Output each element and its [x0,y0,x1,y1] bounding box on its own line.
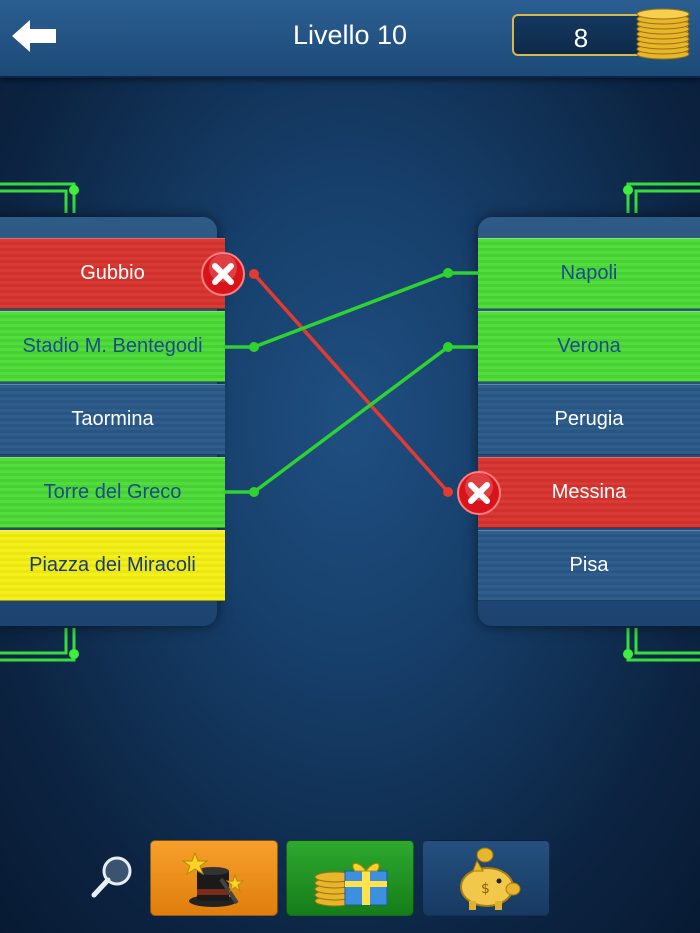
left-item-label: Piazza dei Miracoli [29,554,196,576]
right-item-label: Pisa [569,554,609,576]
magic-hat-icon [181,851,245,907]
left-item-stadio[interactable]: Stadio M. Bentegodi [0,311,225,382]
right-item-label: Messina [551,481,627,503]
right-item-napoli[interactable]: Napoli [478,238,700,309]
left-item-label: Stadio M. Bentegodi [22,335,203,357]
wrong-x-icon [457,471,501,515]
right-item-pisa[interactable]: Pisa [478,530,700,601]
coin-stack-icon [636,8,690,60]
gift-coins-button[interactable] [286,840,414,916]
top-bar: Livello 10 8 [0,0,700,78]
left-item-torre[interactable]: Torre del Greco [0,457,225,528]
back-arrow-icon[interactable] [8,16,60,56]
right-item-verona[interactable]: Verona [478,311,700,382]
wrong-x-icon [201,252,245,296]
coin-count: 8 [573,23,589,53]
right-item-label: Verona [557,335,621,357]
left-item-piazza[interactable]: Piazza dei Miracoli [0,530,225,601]
left-item-taormina[interactable]: Taormina [0,384,225,455]
gift-coins-icon [314,863,388,907]
right-item-messina[interactable]: Messina [478,457,700,528]
right-item-label: Napoli [560,262,618,284]
magnifier-icon[interactable] [88,853,136,901]
level-title: Livello 10 [292,20,408,50]
piggy-bank-icon: $ [460,847,521,910]
magic-hint-button[interactable] [150,840,278,916]
right-item-label: Perugia [554,408,624,430]
left-item-label: Torre del Greco [43,481,182,503]
left-item-label: Gubbio [80,262,145,284]
right-item-perugia[interactable]: Perugia [478,384,700,455]
piggy-bank-button[interactable]: $ [422,840,550,916]
left-item-label: Taormina [71,408,154,430]
left-item-gubbio[interactable]: Gubbio [0,238,225,309]
svg-text:$: $ [481,881,490,897]
